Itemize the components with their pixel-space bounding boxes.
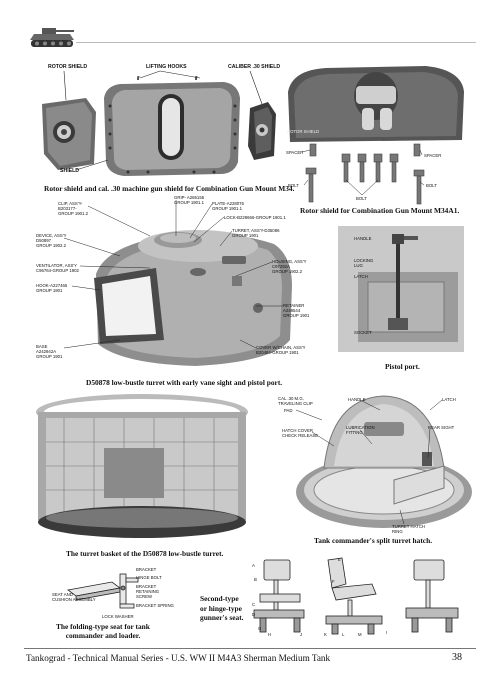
label-bolt-left: BOLT [288,183,299,188]
label-cover: COVER W/CHAIN, ASS'Y B20484-GROUP 1901 [256,345,306,355]
pistol-port-photo [338,226,464,352]
label-locking-lug: LOCKING LUG [354,258,374,268]
fig2-caption: Rotor shield for Combination Gun Mount M… [300,206,460,215]
label-ventilator: VENTILATOR, ASS'Y C96764-GROUP 1902 [36,263,79,273]
folding-seat-drawing [54,564,178,620]
label-base: BASE A242942A GROUP 1901 [36,344,63,359]
rotor-shield-photo [36,94,100,174]
letter-a: A [252,563,255,568]
gun-mount-shield-photo [98,76,246,180]
label-rotor-shield-1: ROTOR SHIELD [48,64,88,70]
letter-i: I [386,630,388,635]
letter-g: G [258,626,262,631]
fig3-caption: D50878 low-bustle turret with early vane… [86,378,283,387]
label-bracket-retaining: BRACKET RETAINING SCREW [136,584,160,599]
label-plate: PLATE-A228076 GROUP 1901.1 [212,201,244,211]
letter-e: E [338,557,341,562]
label-pistol-latch: LATCH [354,274,368,279]
letter-k: K [324,632,327,637]
letter-c: C [252,602,256,607]
label-spacer-left: SPACER [286,150,304,155]
commander-hatch-photo [294,392,474,530]
letter-j: J [300,632,303,637]
gunner-seat-view-2 [318,554,388,638]
label-grip: GRIP- A265155 GROUP 1901.1 [174,195,205,205]
label-turret: TURRET, ASS'Y-D35086 GROUP 1901 [232,228,280,238]
fig4-caption: Pistol port. [385,362,420,371]
letter-f: F [332,579,335,584]
label-seat-cushion: SEAT AND CUSHION ASSEMBLY [52,592,96,602]
label-clip: CLIP, ASS'Y- B203177- GROUP 1901.2 [58,201,89,216]
gunner-seat-view-1 [250,554,310,638]
label-bracket: BRACKET [136,567,157,572]
label-bolt-center: BOLT [356,196,367,201]
label-hatch-cover-check: HATCH COVER CHECK RELEASE [282,428,319,438]
label-spacer-right: SPACER [424,153,442,158]
label-pistol-handle: HANDLE [354,236,372,241]
label-hatch-latch: LATCH [442,397,456,402]
label-retainer: RETAINER A248544 GROUP 1901 [283,303,310,318]
fig7-caption: The folding-type seat for tank commander… [56,622,150,640]
letter-b: B [254,577,257,582]
label-housing: HOUSING, ASS'Y C97292A GROUP 1902.2 [272,259,307,274]
label-rear-sight: REAR SIGHT [428,425,455,430]
label-hook: HOOK-A227465 GROUP 1901 [36,283,68,293]
label-lock: LOCK-B229666-GROUP 1901.1 [224,215,286,220]
label-device: DEVICE, ASS'Y D50897 GROUP 1902.2 [36,233,67,248]
label-cal30-clip: CAL .30 M.G. TRAVELING CLIP [278,396,313,406]
label-lubrication: LUBRICATION FITTING [346,425,375,435]
turret-basket-photo [34,392,250,542]
rotor-shield-m34a1-photo [286,62,466,146]
fig5-caption: The turret basket of the D50878 low-bust… [66,549,224,558]
label-lifting-hooks: LIFTING HOOKS [146,64,187,70]
label-turret-hatch-ring: TURRET HATCH RING [392,524,426,534]
fig6-caption: Tank commander's split turret hatch. [314,536,433,545]
fig8-caption: Second-type or hinge-type gunner's seat. [200,594,244,622]
header-tank-logo [28,24,78,50]
label-rotor-shield-2: ROTOR SHIELD [287,129,320,134]
header-rule [76,42,476,43]
label-pad: PAD [284,408,293,413]
footer-rule [24,648,476,649]
letter-h: H [268,632,272,637]
label-hinge-bolt: HINGE BOLT [136,575,162,580]
label-shield: SHIELD [60,168,80,174]
label-bracket-spring: BRACKET SPRING [136,603,174,608]
bolts-and-spacers-photo [296,140,446,206]
label-bolt-right: BOLT [426,183,437,188]
page-number: 38 [452,652,462,663]
gunner-seat-view-3 [398,554,466,638]
fig1-caption: Rotor shield and cal. .30 machine gun sh… [44,184,295,193]
label-caliber-30-shield: CALIBER .30 SHIELD [228,64,281,70]
label-hatch-handle: HANDLE [348,397,366,402]
label-lock-washer: LOCK WASHER [102,614,134,619]
letter-d: D [252,612,256,617]
footer-title: Tankograd - Technical Manual Series - U.… [26,653,331,663]
caliber-30-shield-photo [246,100,278,162]
label-socket: SOCKET [354,330,372,335]
letter-l: L [342,632,345,637]
letter-m: M [358,632,362,637]
